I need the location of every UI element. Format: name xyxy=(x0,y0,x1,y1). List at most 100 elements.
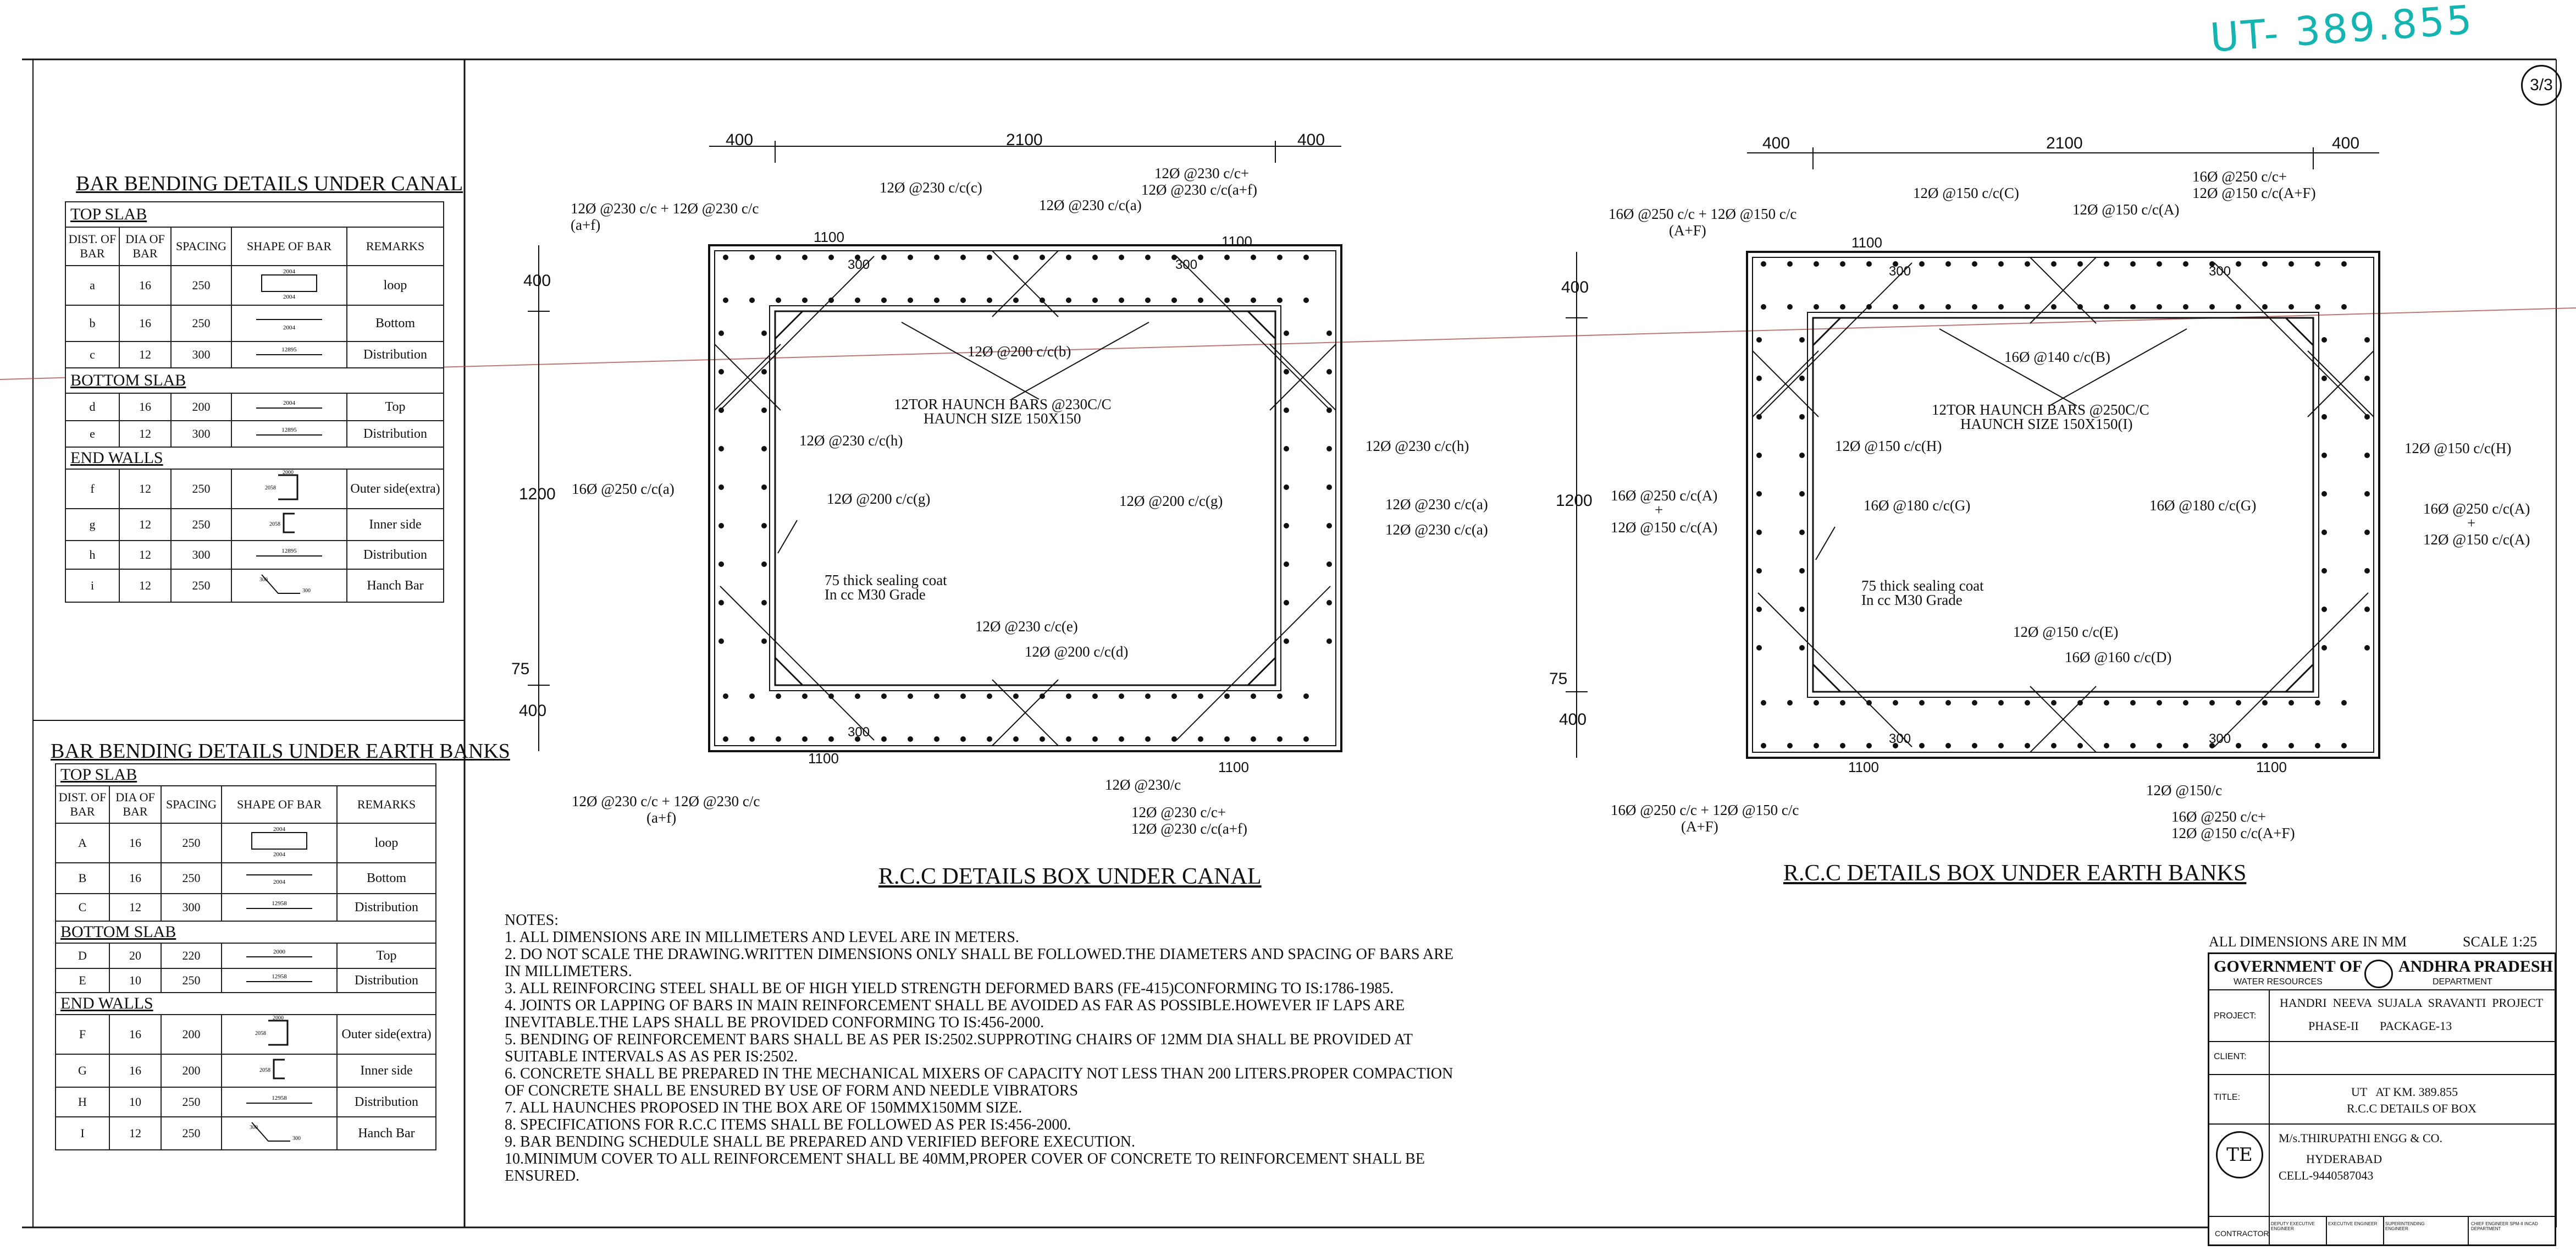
bbs-section-top: TOP SLAB xyxy=(65,201,444,228)
canal-rebar xyxy=(1277,736,1283,742)
sig-dee: DEPUTY EXECUTIVE ENGINEER xyxy=(2271,1221,2315,1231)
earth-rebar xyxy=(1799,607,1805,612)
earth-rebar xyxy=(2157,304,2162,310)
label-wall-left-plus: + xyxy=(1655,502,1663,518)
canal-rebar xyxy=(802,736,808,742)
earth-cross-bar xyxy=(2307,350,2374,417)
dim-span: 2100 xyxy=(2046,134,2083,152)
col-dist: DIST. OF BAR xyxy=(65,227,120,266)
earth-rebar xyxy=(2364,607,2370,612)
earth-rebar xyxy=(1945,743,1951,748)
label-top-right: 12Ø @230 c/c+ xyxy=(1154,165,1250,181)
canal-rebar xyxy=(1303,255,1309,260)
bbs-section-bottom: BOTTOM SLAB xyxy=(65,367,444,394)
earth-leader xyxy=(2049,328,2187,406)
bbs-section-top: TOP SLAB xyxy=(55,763,436,786)
canal-haunch xyxy=(774,310,804,340)
label-g-right: 16Ø @180 c/c(G) xyxy=(2149,497,2257,514)
earth-rebar xyxy=(1919,261,1925,267)
project-package: PACKAGE-13 xyxy=(2380,1019,2452,1033)
earth-rebar xyxy=(2130,700,2136,706)
svg-text:12958: 12958 xyxy=(272,900,287,907)
dim-right-offset: 400 xyxy=(1297,131,1325,149)
straight-bar-shape: 12895 xyxy=(231,540,347,570)
earth-rebar xyxy=(1799,530,1805,535)
earth-rebar xyxy=(2262,700,2268,706)
earth-rebar xyxy=(2262,743,2268,748)
earth-inner-void xyxy=(1812,317,2314,693)
gov-right: ANDHRA PRADESH xyxy=(2398,957,2553,976)
canal-rebar xyxy=(718,600,724,605)
canal-rebar xyxy=(1145,298,1151,303)
earth-rebar xyxy=(2315,700,2320,706)
earth-rebar xyxy=(1893,700,1898,706)
earth-rebar xyxy=(2321,453,2327,458)
dim-1100: 1100 xyxy=(1218,759,1249,775)
canal-rebar xyxy=(1326,330,1332,336)
svg-text:300: 300 xyxy=(259,577,268,583)
canal-rebar xyxy=(1224,255,1230,260)
project-name: HANDRI NEEVA SUJALA SRAVANTI PROJECT xyxy=(2280,996,2544,1010)
label-g-left: 12Ø @200 c/c(g) xyxy=(827,491,931,507)
label-bottom-left: 16Ø @250 c/c + 12Ø @150 c/c xyxy=(1611,802,1799,818)
canal-rebar xyxy=(1198,298,1203,303)
earth-rebar xyxy=(1761,743,1766,748)
canal-rebar xyxy=(1066,693,1071,699)
earth-leader xyxy=(1939,328,2077,406)
canal-haunch-bar xyxy=(1176,586,1331,741)
earth-rebar xyxy=(1893,261,1898,267)
col-remarks: REMARKS xyxy=(346,227,444,266)
earth-rebar xyxy=(1840,261,1845,267)
title-line1: UT AT KM. 389.855 xyxy=(2351,1085,2458,1099)
earth-rebar xyxy=(1761,261,1766,267)
svg-text:2004: 2004 xyxy=(283,324,296,331)
canal-rebar xyxy=(1013,736,1019,742)
project-phase: PHASE-II xyxy=(2308,1019,2359,1033)
earth-rebar xyxy=(2077,261,2083,267)
canal-rebar xyxy=(855,255,860,260)
canal-rebar xyxy=(718,484,724,490)
canal-haunch xyxy=(1247,310,1276,340)
earth-rebar xyxy=(1998,743,2004,748)
earth-rebar xyxy=(1814,261,1819,267)
earth-rebar xyxy=(2077,304,2083,310)
earth-rebar xyxy=(2315,743,2320,748)
earth-rebar xyxy=(2025,261,2030,267)
earth-rebar xyxy=(1866,261,1872,267)
canal-rebar xyxy=(1284,407,1289,413)
label-e: 12Ø @230 c/c(e) xyxy=(975,618,1078,635)
canal-rebar xyxy=(1119,255,1124,260)
earth-rebar xyxy=(1972,304,1977,310)
firm-city: HYDERABAD xyxy=(2306,1152,2382,1166)
canal-rebar xyxy=(934,736,939,742)
canal-rebar xyxy=(1326,561,1332,567)
canal-cross-bar xyxy=(1269,344,1336,411)
straight-bar-shape: 2004 xyxy=(231,393,347,421)
canal-rebar xyxy=(718,446,724,451)
label-top-left: 12Ø @230 c/c + 12Ø @230 c/c xyxy=(571,200,759,217)
label-top-right-2: 12Ø @230 c/c(a+f) xyxy=(1141,181,1258,198)
earth-rebar xyxy=(2104,261,2109,267)
canal-rebar xyxy=(723,298,728,303)
earth-rebar xyxy=(1972,743,1977,748)
canal-rebar xyxy=(828,255,834,260)
earth-rebar xyxy=(2321,491,2327,497)
label-h-right: 12Ø @150 c/c(H) xyxy=(2404,440,2512,456)
canal-rebar xyxy=(960,298,966,303)
earth-rebar xyxy=(2236,261,2241,267)
svg-text:2000: 2000 xyxy=(273,949,286,955)
label-bottom-right-2: 12Ø @150 c/c(A+F) xyxy=(2171,825,2295,841)
earth-haunch xyxy=(1812,317,1842,346)
earth-outer-bar xyxy=(1752,257,2374,753)
canal-rebar xyxy=(802,255,808,260)
canal-rebar xyxy=(718,330,724,336)
canal-rebar xyxy=(1284,600,1289,605)
label-wall-right: 16Ø @250 c/c(A) xyxy=(2423,500,2530,517)
canal-haunch xyxy=(774,657,804,686)
earth-rebar xyxy=(2321,414,2327,420)
canal-rebar xyxy=(761,600,767,605)
